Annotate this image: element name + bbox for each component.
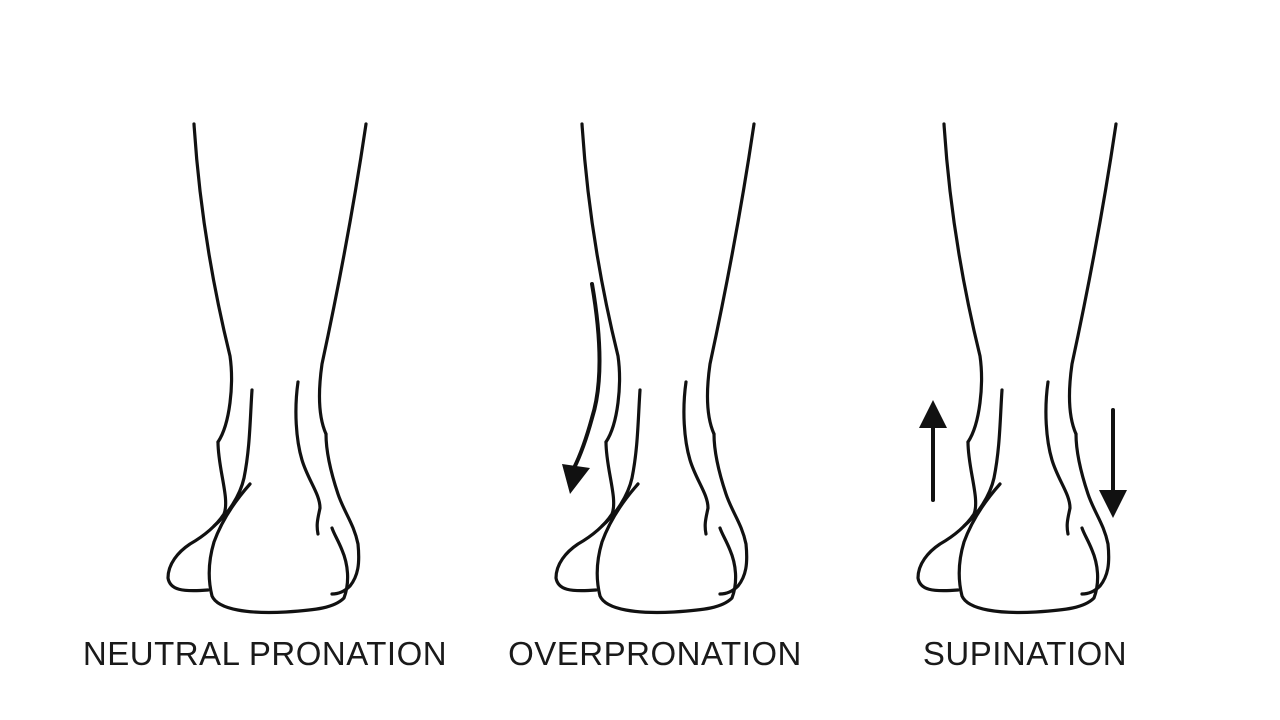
neutral-pronation-label: NEUTRAL PRONATION xyxy=(82,635,448,672)
neutral-leg-illustration xyxy=(166,122,368,615)
supination-down-arrow-icon xyxy=(1099,408,1127,518)
supination-up-arrow-icon xyxy=(919,400,947,502)
overpronation-leg-illustration xyxy=(554,122,756,615)
supination-label: SUPINATION xyxy=(922,635,1128,672)
overpronation-curved-arrow-icon xyxy=(562,282,602,494)
overpronation-label: OVERPRONATION xyxy=(508,635,802,672)
supination-leg-illustration xyxy=(916,122,1118,615)
